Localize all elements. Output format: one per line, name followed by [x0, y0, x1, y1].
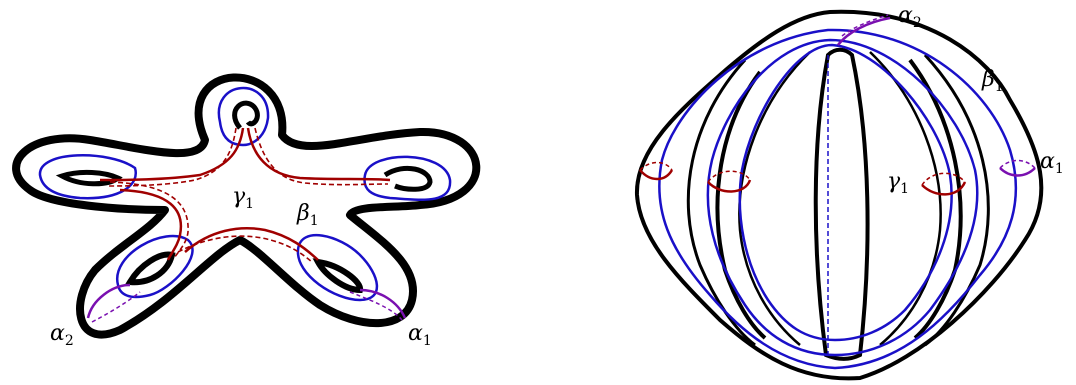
right-band-right-inner-2 — [869, 51, 942, 346]
right-gamma-left-outer-dashed — [639, 161, 673, 171]
right-band-right-inner-1 — [908, 58, 963, 340]
left-hole-bottom-left — [125, 251, 176, 286]
right-gamma-left-outer — [639, 169, 674, 181]
right-gamma-left-inner-dashed — [707, 170, 751, 183]
left-beta-bottom-right — [296, 233, 379, 302]
left-gamma-solid — [99, 127, 391, 261]
right-surface-figure: α2 β1 α1 γ1 — [634, 3, 1064, 381]
right-beta-inner — [738, 43, 953, 342]
right-alpha2-solid — [837, 16, 891, 46]
left-beta-right — [363, 155, 452, 201]
right-label-beta1: β1 — [981, 67, 1004, 95]
right-gamma-left-inner — [707, 179, 752, 193]
right-band-right-outer — [923, 53, 990, 347]
left-hole-top — [232, 100, 260, 130]
right-alpha1-solid — [999, 167, 1036, 177]
left-beta-top — [217, 86, 270, 147]
right-outer-boundary — [634, 9, 1044, 381]
right-label-gamma1: γ1 — [887, 169, 909, 197]
left-alpha1-dashed — [349, 291, 403, 321]
left-hole-right — [383, 165, 433, 192]
right-beta-outer — [658, 28, 1018, 370]
right-band-left-inner-1 — [715, 70, 767, 340]
left-label-alpha2: α2 — [50, 321, 74, 349]
left-alpha1-solid — [359, 288, 407, 319]
left-surface-figure: α2 α1 β1 γ1 — [12, 73, 481, 349]
right-band-left-outer — [686, 58, 756, 347]
left-hole-bottom-right — [312, 258, 363, 294]
right-gamma-right — [921, 181, 967, 196]
left-label-gamma1: γ1 — [232, 184, 254, 212]
left-label-alpha1: α1 — [408, 321, 432, 349]
right-label-alpha2: α2 — [898, 3, 922, 31]
left-outer-boundary — [12, 73, 481, 339]
right-label-alpha1: α1 — [1040, 149, 1064, 177]
left-hole-left — [55, 169, 123, 187]
left-label-beta1: β1 — [296, 201, 319, 229]
left-gamma-dashed — [107, 127, 389, 263]
right-beta-mid — [706, 38, 979, 357]
left-alpha2-solid — [86, 283, 131, 319]
right-gamma-right-dashed — [921, 172, 966, 186]
left-beta-bottom-left — [116, 234, 194, 299]
right-alpha1-dashed — [999, 159, 1036, 169]
right-band-center — [813, 47, 870, 361]
right-band-left-inner-2 — [738, 51, 811, 346]
left-beta-left — [38, 154, 137, 200]
